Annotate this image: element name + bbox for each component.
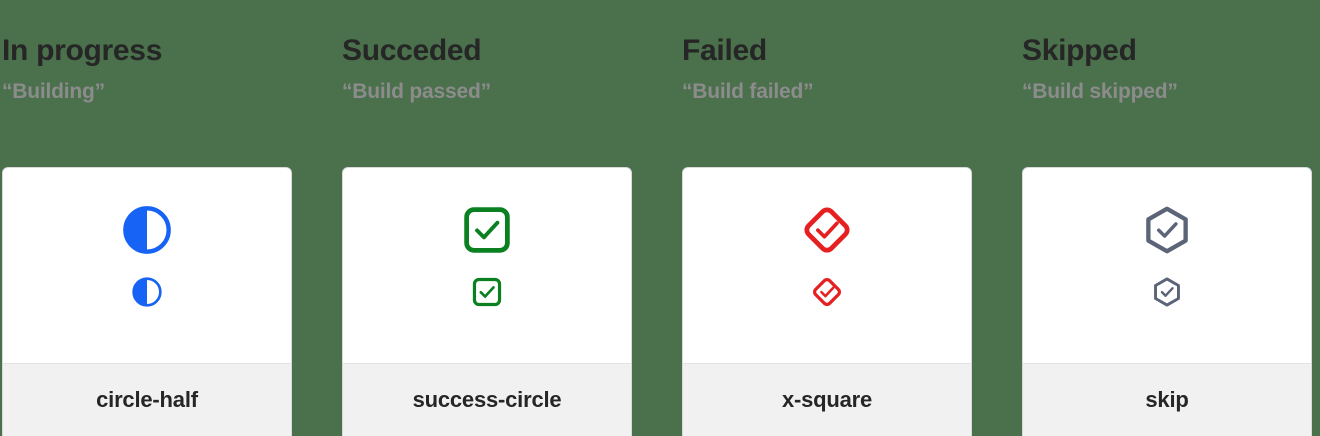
circle-half-icon bbox=[123, 206, 171, 254]
icon-card-circle-half[interactable]: circle-half bbox=[2, 167, 292, 436]
icon-card-body bbox=[683, 168, 971, 363]
column-header-skipped: Skipped “Build skipped” bbox=[1022, 0, 1312, 167]
icon-card-footer: skip bbox=[1023, 363, 1311, 436]
icon-name-label: success-circle bbox=[412, 387, 562, 412]
column-title: In progress bbox=[2, 34, 163, 67]
status-column-succeded: Succeded “Build passed” success-circle bbox=[342, 0, 632, 436]
column-subtitle: “Build passed” bbox=[342, 80, 491, 103]
status-column-in-progress: In progress “Building” circle-half bbox=[2, 0, 292, 436]
icon-name-label: circle-half bbox=[96, 387, 198, 412]
icon-name-label: x-square bbox=[781, 387, 873, 412]
icon-name-label: skip bbox=[1145, 387, 1189, 412]
icon-card-success-circle[interactable]: success-circle bbox=[342, 167, 632, 436]
icon-card-body bbox=[3, 168, 291, 363]
icon-card-skip[interactable]: skip bbox=[1022, 167, 1312, 436]
skip-icon-small bbox=[1154, 277, 1180, 307]
column-title: Skipped bbox=[1022, 34, 1137, 67]
skip-icon bbox=[1146, 206, 1188, 254]
x-square-icon-small bbox=[812, 277, 842, 307]
column-subtitle: “Build failed” bbox=[682, 80, 814, 103]
column-header-in-progress: In progress “Building” bbox=[2, 0, 292, 167]
icon-card-x-square[interactable]: x-square bbox=[682, 167, 972, 436]
icon-card-footer: circle-half bbox=[3, 363, 291, 436]
status-column-failed: Failed “Build failed” x-squ bbox=[682, 0, 972, 436]
circle-half-icon-small bbox=[132, 277, 162, 307]
status-column-skipped: Skipped “Build skipped” skip bbox=[1022, 0, 1312, 436]
icon-card-footer: success-circle bbox=[343, 363, 631, 436]
column-header-succeded: Succeded “Build passed” bbox=[342, 0, 632, 167]
success-circle-icon bbox=[464, 207, 510, 253]
column-header-failed: Failed “Build failed” bbox=[682, 0, 972, 167]
column-subtitle: “Build skipped” bbox=[1022, 80, 1178, 103]
icon-card-footer: x-square bbox=[683, 363, 971, 436]
success-circle-icon-small bbox=[472, 277, 502, 307]
icon-card-body bbox=[1023, 168, 1311, 363]
column-title: Failed bbox=[682, 34, 767, 67]
column-subtitle: “Building” bbox=[2, 80, 105, 103]
x-square-icon bbox=[804, 207, 850, 253]
column-title: Succeded bbox=[342, 34, 482, 67]
icon-card-body bbox=[343, 168, 631, 363]
